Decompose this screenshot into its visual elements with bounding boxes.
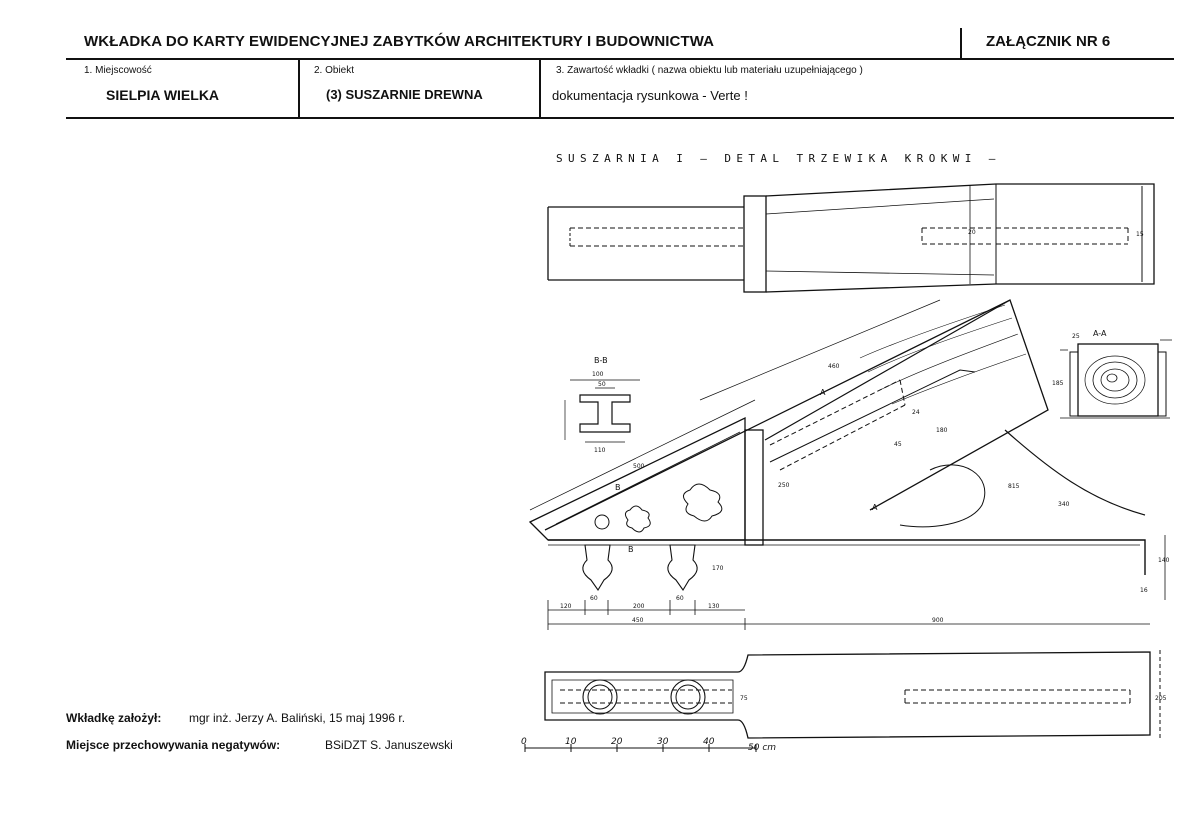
dim-16: 16 xyxy=(1140,587,1148,594)
dim-185: 185 xyxy=(1052,380,1064,387)
dim-815: 815 xyxy=(1008,483,1020,490)
dim-110: 110 xyxy=(594,447,606,454)
marker-a-top: A xyxy=(820,388,826,397)
founder-value: mgr inż. Jerzy A. Baliński, 15 maj 1996 … xyxy=(189,711,406,725)
dim-45: 45 xyxy=(894,441,902,448)
dim-180: 180 xyxy=(936,427,948,434)
locality-label: 1. Miejscowość xyxy=(84,65,152,76)
dim-170: 170 xyxy=(712,565,724,572)
negatives-line: Miejsce przechowywania negatywów: xyxy=(66,738,280,752)
field-divider-2 xyxy=(539,58,541,119)
header-divider xyxy=(960,28,962,58)
scale-tick-10: 10 xyxy=(565,737,577,747)
dim-25: 25 xyxy=(1072,333,1080,340)
bottom-plan xyxy=(544,650,1161,740)
negatives-value: BSiDZT S. Januszewski xyxy=(325,738,453,752)
annex-number: ZAŁĄCZNIK NR 6 xyxy=(986,33,1111,50)
marker-a-bottom: A xyxy=(872,503,878,512)
scale-bar xyxy=(524,744,757,752)
founder-line: Wkładkę założył: xyxy=(66,711,161,725)
dim-900: 900 xyxy=(932,617,944,624)
object-label: 2. Obiekt xyxy=(314,65,355,76)
top-view xyxy=(547,183,1155,293)
dim-20: 20 xyxy=(968,229,976,236)
object-value: (3) SUSZARNIE DREWNA xyxy=(326,87,483,102)
dim-24: 24 xyxy=(912,409,920,416)
scale-tick-30: 30 xyxy=(657,737,669,747)
marker-b-top: B xyxy=(615,483,621,492)
scale-tick-0: 0 xyxy=(521,737,527,747)
scale-tick-50: 50 cm xyxy=(748,743,776,753)
section-aa xyxy=(1060,339,1172,419)
side-elevation xyxy=(528,299,1166,630)
dim-140: 140 xyxy=(1158,557,1170,564)
dim-500: 500 xyxy=(633,463,645,470)
dim-60b: 60 xyxy=(676,595,684,602)
dim-450: 450 xyxy=(632,617,644,624)
dim-250: 250 xyxy=(778,482,790,489)
locality-value: SIELPIA WIELKA xyxy=(106,87,220,103)
drawing-title: SUSZARNIA I — DETAL TRZEWIKA KROKWI — xyxy=(556,152,1001,165)
dim-340: 340 xyxy=(1058,501,1070,508)
dim-120: 120 xyxy=(560,603,572,610)
section-bb-label: B-B xyxy=(594,356,608,365)
dim-100: 100 xyxy=(592,371,604,378)
scale-tick-40: 40 xyxy=(703,737,715,747)
dim-460: 460 xyxy=(828,363,840,370)
founder-label: Wkładkę założył: xyxy=(66,711,162,725)
marker-b-bottom: B xyxy=(628,545,634,554)
dim-205: 205 xyxy=(1155,695,1167,702)
section-bb xyxy=(564,379,640,443)
dim-130: 130 xyxy=(708,603,720,610)
content-value: dokumentacja rysunkowa - Verte ! xyxy=(552,88,748,103)
field-divider-1 xyxy=(298,58,300,119)
dim-50: 50 xyxy=(598,381,606,388)
negatives-label: Miejsce przechowywania negatywów: xyxy=(66,738,281,752)
document-title: WKŁADKA DO KARTY EWIDENCYJNEJ ZABYTKÓW A… xyxy=(84,33,715,50)
dim-200: 200 xyxy=(633,603,645,610)
dim-15: 15 xyxy=(1136,231,1144,238)
section-aa-label: A-A xyxy=(1093,329,1107,338)
dim-60a: 60 xyxy=(590,595,598,602)
fields-rule xyxy=(66,117,1174,119)
scale-tick-20: 20 xyxy=(611,737,623,747)
dim-75: 75 xyxy=(740,695,748,702)
content-label: 3. Zawartość wkładki ( nazwa obiektu lub… xyxy=(556,65,863,76)
header-rule xyxy=(66,58,1174,60)
